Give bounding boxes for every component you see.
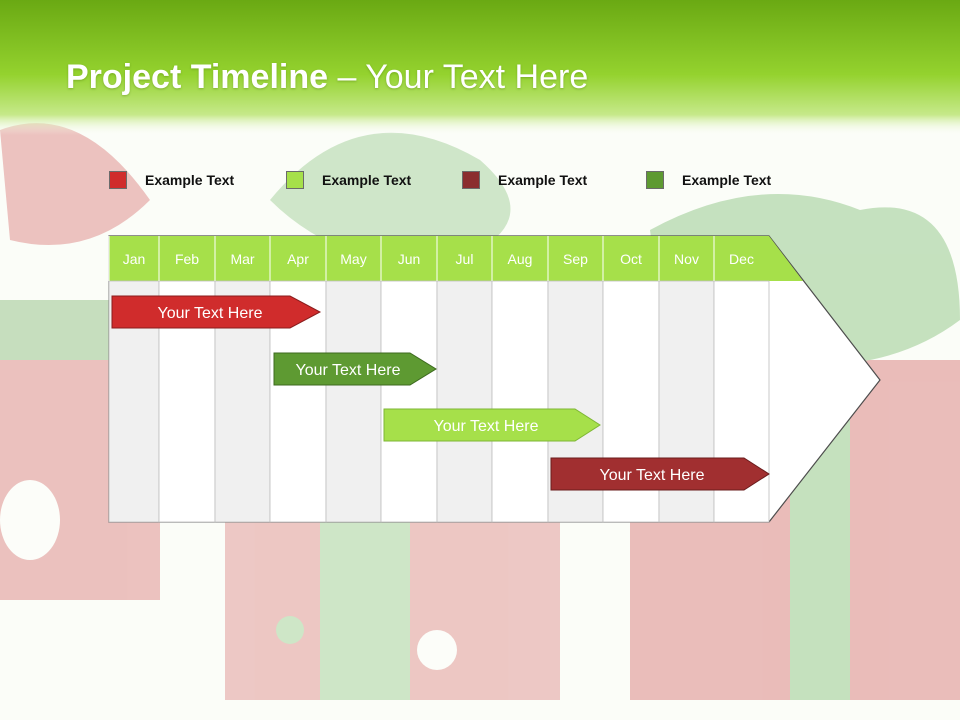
month-label-aug: Aug [508,251,533,267]
month-label-sep: Sep [563,251,588,267]
month-label-apr: Apr [287,251,309,267]
page-title: Project Timeline – Your Text Here [66,58,588,97]
legend-swatch-dark-red [462,171,480,189]
month-label-nov: Nov [674,251,699,267]
month-header-strip [109,236,803,281]
month-column-jun [380,280,438,523]
month-labels: Jan Feb Mar Apr May Jun Jul Aug Sep Oct Nov Dec [123,251,754,267]
legend-swatch-red [109,171,127,189]
legend-item-3: Example Text [462,170,587,190]
legend-label: Example Text [322,172,412,188]
legend-item-2: Example Text [286,170,411,190]
month-label-jul: Jul [456,251,474,267]
task-label: Your Text Here [600,467,705,484]
month-column-may [325,280,382,523]
title-banner [0,0,960,135]
month-label-may: May [340,251,366,267]
task-arrow-3: Your Text Here [383,408,601,442]
task-label: Your Text Here [296,362,401,379]
task-label: Your Text Here [158,305,263,322]
month-label-jan: Jan [123,251,146,267]
page-title-rest: – Your Text Here [328,58,589,96]
month-label-dec: Dec [729,251,754,267]
month-column-aug [491,280,549,523]
legend-label: Example Text [498,172,588,188]
task-label: Your Text Here [434,418,539,435]
month-label-jun: Jun [398,251,421,267]
month-label-mar: Mar [230,251,254,267]
month-label-feb: Feb [175,251,199,267]
month-column-jul [436,280,493,523]
legend-item-4: Example Text [646,170,771,190]
legend-label: Example Text [682,172,772,188]
legend-item-1: Example Text [109,170,234,190]
task-arrow-4: Your Text Here [550,457,770,491]
page-title-bold: Project Timeline [66,58,329,96]
legend-swatch-light-green [286,171,304,189]
task-arrow-1: Your Text Here [111,295,322,329]
legend-label: Example Text [145,172,235,188]
month-label-oct: Oct [620,251,642,267]
task-arrow-2: Your Text Here [273,352,437,386]
legend-swatch-dark-green [646,171,664,189]
